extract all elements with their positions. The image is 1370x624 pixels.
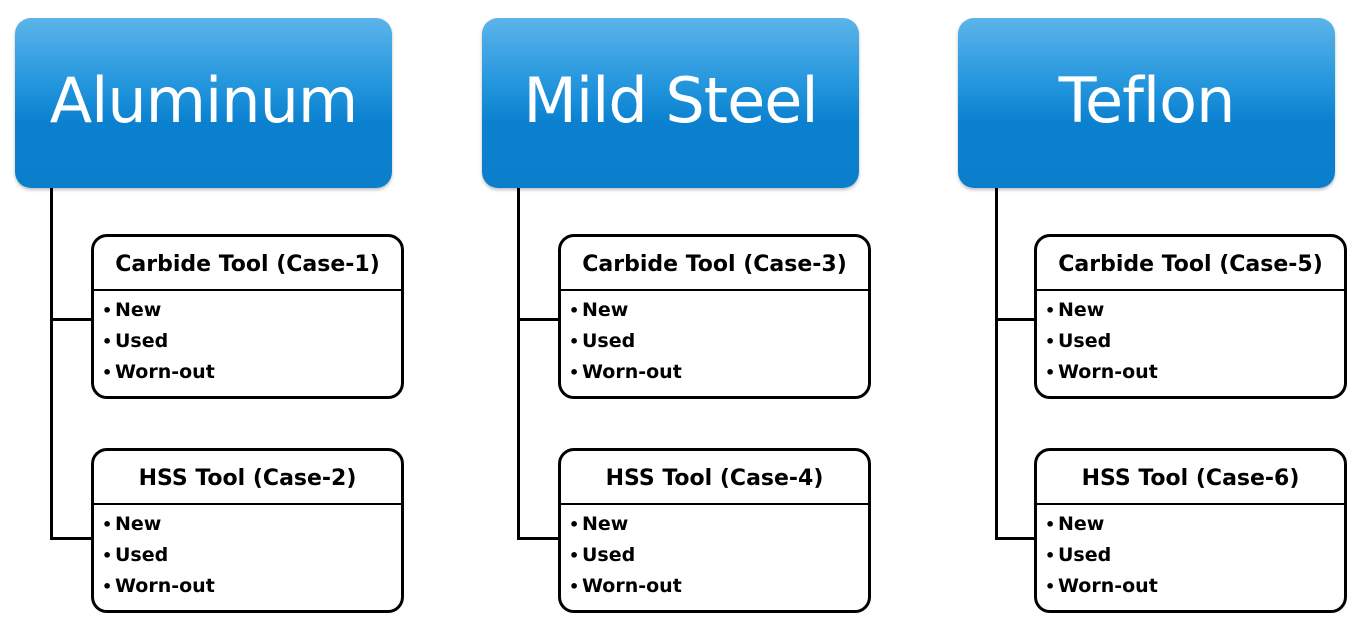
bullet-icon: • [102,515,113,534]
tool-state-label: Worn-out [582,361,682,383]
tool-box-hss: HSS Tool (Case-4) •New •Used •Worn-out [558,448,871,613]
vertical-connector [517,188,520,540]
tool-state-item: •New [569,295,868,326]
bullet-icon: • [102,363,113,382]
tool-state-label: Used [582,330,636,352]
tool-title: HSS Tool (Case-4) [561,451,868,505]
tool-state-item: •Worn-out [102,357,401,388]
tool-title: HSS Tool (Case-2) [94,451,401,505]
tool-state-label: Used [115,544,169,566]
bullet-icon: • [102,546,113,565]
material-column-teflon: Teflon Carbide Tool (Case-5) •New •Used … [958,0,1358,624]
bullet-icon: • [569,515,580,534]
bullet-icon: • [102,301,113,320]
tool-state-label: New [115,513,162,535]
bullet-icon: • [1045,332,1056,351]
bullet-icon: • [1045,515,1056,534]
horizontal-connector [995,318,1037,321]
material-header: Aluminum [15,18,392,188]
material-column-mild-steel: Mild Steel Carbide Tool (Case-3) •New •U… [482,0,882,624]
tool-state-item: •Used [569,326,868,357]
tool-state-label: Used [1058,330,1112,352]
tool-title: HSS Tool (Case-6) [1037,451,1344,505]
horizontal-connector [50,537,94,540]
tool-state-item: •New [569,509,868,540]
tool-box-carbide: Carbide Tool (Case-1) •New •Used •Worn-o… [91,234,404,399]
tool-state-item: •Used [569,540,868,571]
tool-state-item: •Used [1045,326,1344,357]
material-title: Aluminum [49,63,359,137]
tool-state-label: New [115,299,162,321]
tool-state-label: New [582,513,629,535]
tool-state-item: •Used [1045,540,1344,571]
tool-state-label: Used [115,330,169,352]
horizontal-connector [517,537,561,540]
tool-state-item: •New [102,509,401,540]
bullet-icon: • [1045,546,1056,565]
horizontal-connector [995,537,1037,540]
tool-state-item: •Worn-out [102,571,401,602]
tool-state-list: •New •Used •Worn-out [94,505,401,602]
tool-state-list: •New •Used •Worn-out [561,291,868,388]
horizontal-connector [517,318,561,321]
tool-box-hss: HSS Tool (Case-6) •New •Used •Worn-out [1034,448,1347,613]
tool-state-item: •Worn-out [569,357,868,388]
bullet-icon: • [1045,301,1056,320]
tool-state-label: New [1058,299,1105,321]
tool-state-list: •New •Used •Worn-out [1037,505,1344,602]
bullet-icon: • [569,363,580,382]
tool-state-item: •Used [102,326,401,357]
tool-state-list: •New •Used •Worn-out [561,505,868,602]
bullet-icon: • [1045,577,1056,596]
tool-title: Carbide Tool (Case-1) [94,237,401,291]
horizontal-connector [50,318,94,321]
material-header: Mild Steel [482,18,859,188]
tool-state-list: •New •Used •Worn-out [1037,291,1344,388]
tool-state-label: Used [1058,544,1112,566]
bullet-icon: • [1045,363,1056,382]
tool-state-label: Worn-out [582,575,682,597]
bullet-icon: • [102,577,113,596]
vertical-connector [995,188,998,540]
tool-state-label: New [1058,513,1105,535]
bullet-icon: • [569,546,580,565]
vertical-connector [50,188,53,540]
tool-box-carbide: Carbide Tool (Case-3) •New •Used •Worn-o… [558,234,871,399]
tool-state-label: Used [582,544,636,566]
tool-box-carbide: Carbide Tool (Case-5) •New •Used •Worn-o… [1034,234,1347,399]
tool-state-item: •New [1045,509,1344,540]
material-header: Teflon [958,18,1335,188]
tool-title: Carbide Tool (Case-3) [561,237,868,291]
tool-state-item: •Used [102,540,401,571]
material-title: Mild Steel [523,63,818,137]
tool-box-hss: HSS Tool (Case-2) •New •Used •Worn-out [91,448,404,613]
tool-state-item: •Worn-out [569,571,868,602]
bullet-icon: • [102,332,113,351]
tool-title: Carbide Tool (Case-5) [1037,237,1344,291]
tool-state-item: •New [102,295,401,326]
tool-state-item: •Worn-out [1045,571,1344,602]
bullet-icon: • [569,577,580,596]
tool-state-label: Worn-out [1058,575,1158,597]
material-title: Teflon [1058,63,1236,137]
material-column-aluminum: Aluminum Carbide Tool (Case-1) •New •Use… [15,0,415,624]
tool-state-list: •New •Used •Worn-out [94,291,401,388]
tool-state-label: Worn-out [115,575,215,597]
tool-state-item: •Worn-out [1045,357,1344,388]
tool-state-item: •New [1045,295,1344,326]
bullet-icon: • [569,301,580,320]
tool-state-label: Worn-out [1058,361,1158,383]
tool-state-label: Worn-out [115,361,215,383]
bullet-icon: • [569,332,580,351]
tool-state-label: New [582,299,629,321]
